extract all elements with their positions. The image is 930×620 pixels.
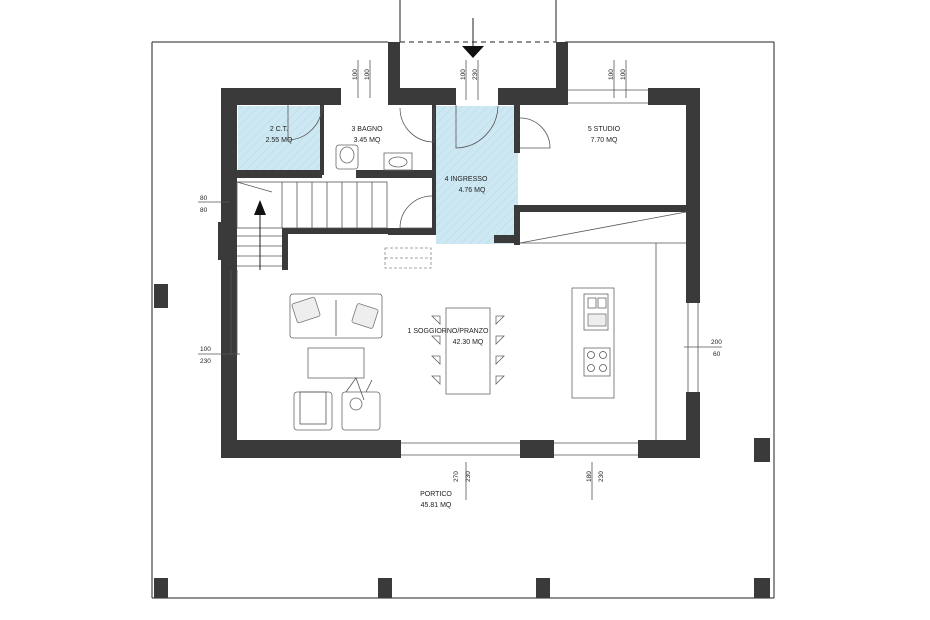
dim-top-right-a: 100 — [608, 69, 615, 80]
dim-left-lower-a: 100 — [200, 346, 211, 353]
room-soggiorno-area: 42.30 MQ — [453, 339, 484, 346]
room-studio-name: 5 STUDIO — [588, 126, 621, 133]
dim-right-b: 60 — [713, 351, 721, 358]
wet-areas — [238, 106, 518, 244]
room-ingresso-area: 4.76 MQ — [459, 187, 486, 194]
dim-bottom-left-b: 230 — [465, 471, 472, 482]
dim-top-mid-b: 230 — [472, 69, 479, 80]
kitchen-island — [571, 287, 615, 399]
armchair-right — [341, 391, 381, 431]
doors — [287, 105, 551, 229]
dim-bottom-left-a: 270 — [453, 471, 460, 482]
windows — [230, 89, 699, 456]
interior-walls — [218, 105, 686, 270]
room-portico-name: PORTICO — [420, 491, 452, 498]
staircase — [236, 181, 432, 270]
room-portico-area: 45.81 MQ — [421, 502, 452, 509]
dim-right-a: 200 — [711, 339, 722, 346]
room-ingresso-name: 4 INGRESSO — [445, 176, 488, 183]
living-furniture — [289, 293, 383, 431]
dim-top-left-b: 100 — [364, 69, 371, 80]
dim-top-mid-a: 100 — [460, 69, 467, 80]
room-studio-area: 7.70 MQ — [591, 137, 618, 144]
dim-left-upper-a: 80 — [200, 195, 208, 202]
dim-top-right-b: 100 — [620, 69, 627, 80]
entrance-arrow-icon — [462, 46, 484, 58]
room-bagno-area: 3.45 MQ — [354, 137, 381, 144]
dim-left-lower-b: 230 — [200, 358, 211, 365]
bathroom-fixtures — [335, 144, 413, 171]
dim-top-left-a: 100 — [352, 69, 359, 80]
dim-left-upper-b: 80 — [200, 207, 208, 214]
dim-bottom-right-a: 180 — [586, 471, 593, 482]
coffee-table — [307, 347, 365, 379]
dining-table — [431, 307, 505, 395]
sloped-area — [519, 211, 687, 440]
room-soggiorno-name: 1 SOGGIORNO/PRANZO — [408, 328, 489, 335]
room-ct-area: 2.55 MQ — [266, 137, 293, 144]
dimension-lines — [198, 60, 722, 500]
dim-bottom-right-b: 230 — [598, 471, 605, 482]
exterior-walls — [221, 42, 700, 458]
portico-columns — [154, 284, 770, 598]
stair-arrow-icon — [254, 200, 266, 215]
entrance-path — [399, 0, 557, 58]
room-bagno-name: 3 BAGNO — [351, 126, 383, 133]
portico-outline — [151, 41, 775, 599]
room-ct-name: 2 C.T. — [270, 126, 288, 133]
